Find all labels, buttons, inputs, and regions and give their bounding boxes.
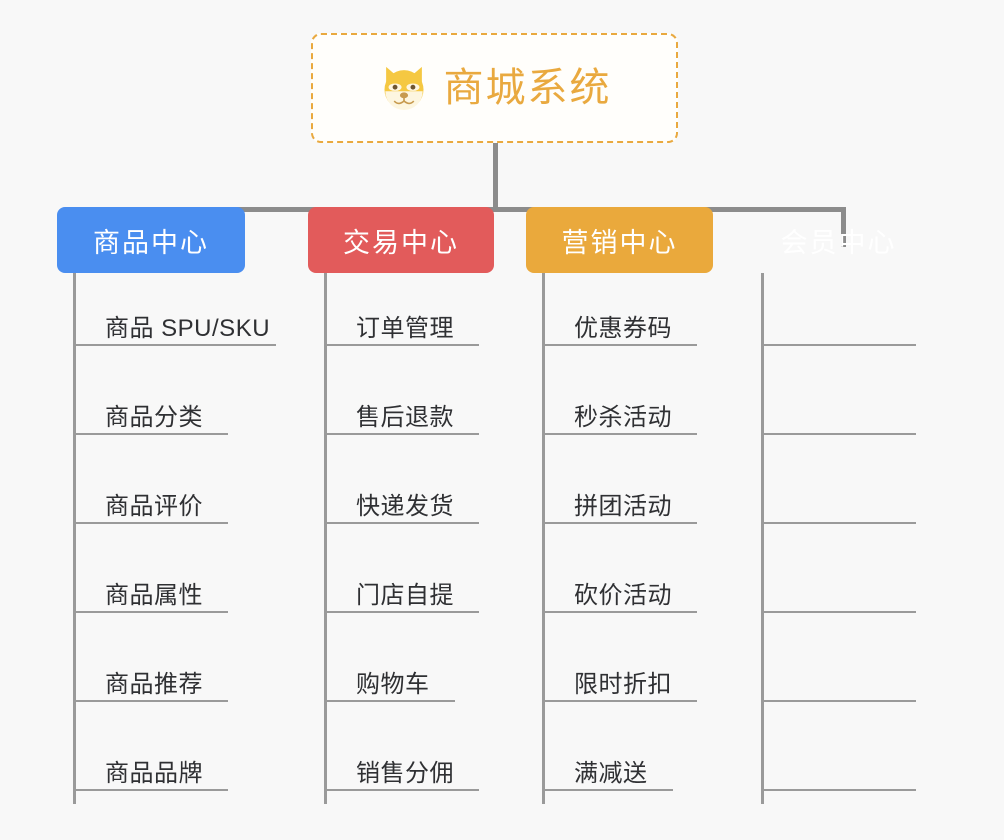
list-item-label: 优惠券码 [574,314,672,342]
category-box-marketing-center[interactable]: 营销中心 [526,207,713,273]
list-item[interactable] [761,290,916,346]
list-item[interactable]: 商品 SPU/SKU [73,290,276,346]
root-node[interactable]: 商城系统 [311,33,678,143]
list-item[interactable]: 订单管理 [324,290,479,346]
list-item[interactable]: 快递发货 [324,468,479,524]
list-item-label: 商品评价 [105,492,203,520]
list-item-label: 秒杀活动 [574,403,672,431]
category-box-product-center[interactable]: 商品中心 [57,207,245,273]
list-item[interactable] [761,468,916,524]
category-box-member-center[interactable]: 会员中心 [745,207,932,273]
list-item[interactable]: 售后退款 [324,379,479,435]
list-item[interactable]: 商品品牌 [73,735,228,791]
list-item[interactable]: 秒杀活动 [542,379,697,435]
list-item[interactable]: 商品属性 [73,557,228,613]
list-item[interactable] [761,379,916,435]
list-item[interactable]: 限时折扣 [542,646,697,702]
column-spine [73,273,76,804]
category-title-member-center: 会员中心 [780,227,897,258]
list-item[interactable]: 购物车 [324,646,455,702]
list-item-label: 商品属性 [105,581,203,609]
connector-root-stem [493,143,498,210]
list-item[interactable] [761,646,916,702]
list-item[interactable]: 拼团活动 [542,468,697,524]
category-title-marketing-center: 营销中心 [561,227,678,258]
category-box-trade-center[interactable]: 交易中心 [308,207,494,273]
list-item[interactable]: 商品分类 [73,379,228,435]
column-spine [324,273,327,804]
list-item-label: 砍价活动 [574,581,672,609]
list-item[interactable]: 销售分佣 [324,735,479,791]
column-spine [761,273,764,804]
column-spine [542,273,545,804]
connector-drop-4 [841,207,846,247]
list-item[interactable]: 商品推荐 [73,646,228,702]
list-item-label: 限时折扣 [574,670,672,698]
list-item-label: 商品推荐 [105,670,203,698]
list-item-label: 订单管理 [356,314,454,342]
list-item-label: 商品 SPU/SKU [105,314,271,342]
root-title: 商城系统 [443,66,612,110]
list-item-label: 快递发货 [356,492,454,520]
list-item-label: 售后退款 [356,403,454,431]
category-title-trade-center: 交易中心 [343,227,459,258]
list-item-label: 商品品牌 [105,759,203,787]
list-item-label: 满减送 [574,759,648,787]
list-item[interactable]: 商品评价 [73,468,228,524]
list-item-label: 拼团活动 [574,492,672,520]
list-item[interactable] [761,735,916,791]
list-item[interactable]: 优惠券码 [542,290,697,346]
list-item[interactable]: 砍价活动 [542,557,697,613]
category-title-product-center: 商品中心 [93,227,209,258]
list-item[interactable]: 满减送 [542,735,673,791]
list-item[interactable] [761,557,916,613]
list-item-label: 商品分类 [105,403,203,431]
list-item-label: 购物车 [356,670,430,698]
list-item-label: 销售分佣 [356,759,454,787]
list-item-label: 门店自提 [356,581,454,609]
connector-bus [148,207,846,212]
list-item[interactable]: 门店自提 [324,557,479,613]
dog-face-icon [378,62,430,114]
